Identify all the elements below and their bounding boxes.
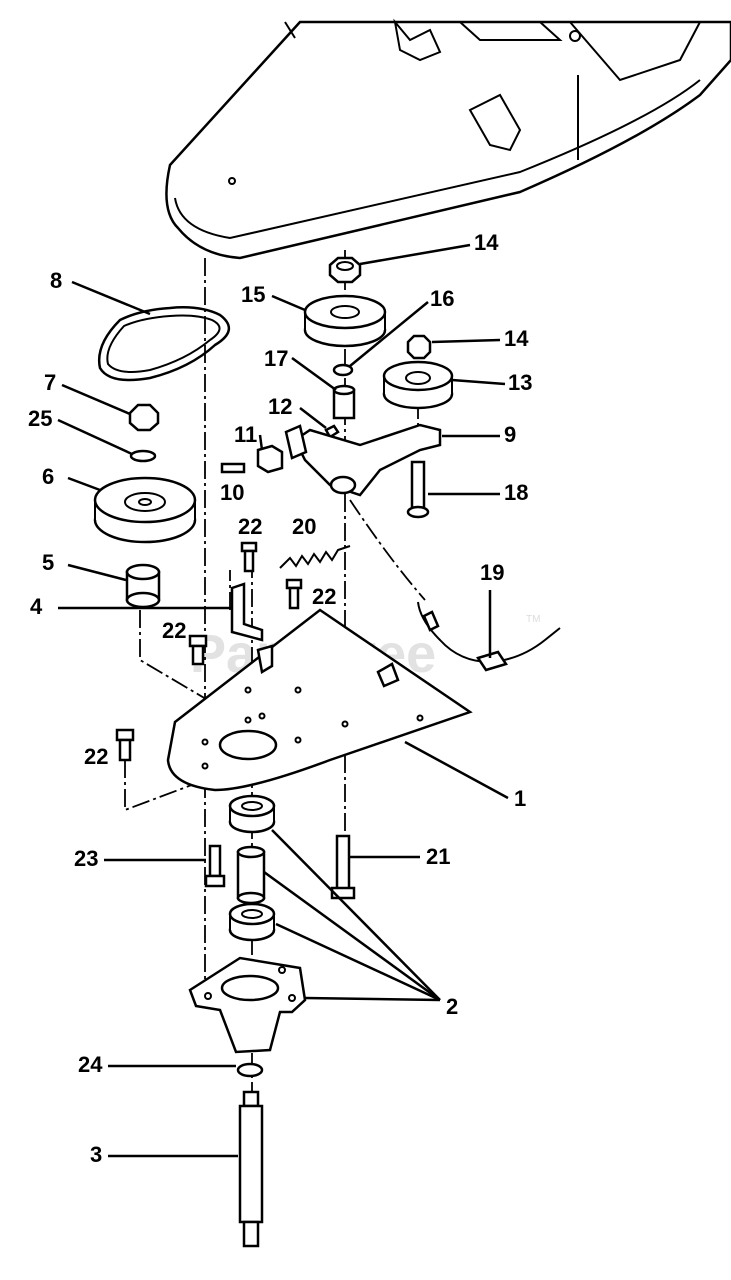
callout-24: 24 xyxy=(78,1052,103,1077)
screw-10 xyxy=(220,462,246,474)
callout-21: 21 xyxy=(426,844,450,869)
drive-pulley xyxy=(93,476,197,544)
watermark-tm: TM xyxy=(526,614,540,625)
callout-8: 8 xyxy=(50,268,62,293)
callout-9: 9 xyxy=(504,422,516,447)
bolt-22-left xyxy=(188,634,208,666)
callout-18: 18 xyxy=(504,480,528,505)
block-11 xyxy=(256,444,284,474)
spacer-5 xyxy=(125,563,161,609)
callout-3: 3 xyxy=(90,1142,102,1167)
belt xyxy=(97,306,230,382)
callout-15: 15 xyxy=(241,282,265,307)
washer-24 xyxy=(236,1062,264,1078)
callout-22-upper: 22 xyxy=(238,514,262,539)
callout-14-top: 14 xyxy=(474,230,499,255)
callout-4: 4 xyxy=(30,594,43,619)
callouts: 8 14 15 16 14 17 13 7 12 25 11 9 6 10 18… xyxy=(28,230,532,1167)
bearing-upper xyxy=(228,794,276,834)
idler-arm xyxy=(284,423,442,497)
callout-2: 2 xyxy=(446,994,458,1019)
spring-20 xyxy=(279,545,351,569)
cable-19 xyxy=(417,601,561,672)
bolt-22-upper xyxy=(240,541,258,573)
callout-20: 20 xyxy=(292,514,316,539)
callout-12: 12 xyxy=(268,394,292,419)
callout-23: 23 xyxy=(74,846,98,871)
callout-17: 17 xyxy=(264,346,288,371)
callout-16: 16 xyxy=(430,286,454,311)
callout-7: 7 xyxy=(44,370,56,395)
callout-22-middle: 22 xyxy=(312,584,336,609)
callout-14-right: 14 xyxy=(504,326,529,351)
bolt-23 xyxy=(204,844,226,888)
mounting-plate xyxy=(166,608,473,792)
bolt-21 xyxy=(330,834,356,900)
callout-1: 1 xyxy=(514,786,526,811)
nut-14-top xyxy=(328,256,362,284)
idler-pulley-upper xyxy=(303,294,387,348)
bolt-22-middle xyxy=(285,578,303,610)
idler-pulley-lower xyxy=(382,360,454,410)
leader-lines xyxy=(57,243,509,1158)
bearing-lower xyxy=(228,902,276,942)
callout-11: 11 xyxy=(234,422,257,447)
callout-25: 25 xyxy=(28,406,52,431)
bolt-18 xyxy=(406,460,430,519)
callout-10: 10 xyxy=(220,480,244,505)
bolt-22-lower xyxy=(115,728,135,762)
callout-19: 19 xyxy=(480,560,504,585)
mower-deck xyxy=(165,18,731,260)
bracket-4 xyxy=(230,582,264,642)
spacer-17 xyxy=(332,384,356,420)
callout-22-lower: 22 xyxy=(84,744,108,769)
callout-5: 5 xyxy=(42,550,54,575)
callout-13: 13 xyxy=(508,370,532,395)
washer-25 xyxy=(129,449,157,463)
callout-22-left: 22 xyxy=(162,618,186,643)
nut-7 xyxy=(128,403,160,432)
nut-14-right xyxy=(406,334,432,360)
spindle-housing xyxy=(188,956,307,1054)
callout-6: 6 xyxy=(42,464,54,489)
spindle-spacer xyxy=(236,845,266,905)
spindle-shaft xyxy=(238,1090,264,1248)
washer-16 xyxy=(332,363,354,377)
